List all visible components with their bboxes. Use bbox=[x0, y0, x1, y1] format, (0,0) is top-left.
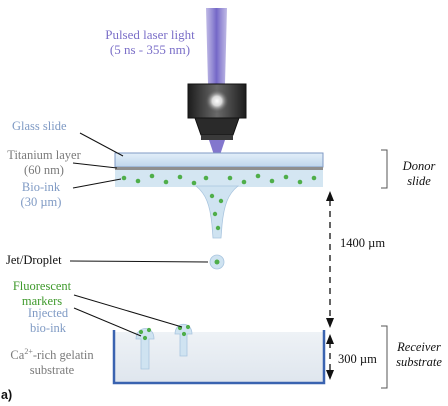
gelatin-label-line1: Ca2+-rich gelatin bbox=[0, 344, 104, 363]
titanium-layer bbox=[115, 167, 323, 170]
laser-beam bbox=[206, 8, 227, 84]
bioink-label-line2: (30 µm) bbox=[20, 195, 62, 209]
injected-bioink bbox=[135, 323, 193, 370]
gelatin-superscript: 2+ bbox=[24, 347, 33, 356]
depth-distance-label: 300 µm bbox=[338, 352, 377, 366]
gelatin-suffix: -rich gelatin bbox=[32, 348, 94, 363]
jet-label: Jet/Droplet bbox=[6, 253, 62, 267]
bioink-cells bbox=[121, 173, 317, 231]
bioink-layer bbox=[115, 170, 323, 187]
leader-lines bbox=[69, 132, 209, 337]
receiver-bracket bbox=[381, 325, 388, 389]
laser-label: Pulsed laser light (5 ns - 355 nm) bbox=[96, 27, 204, 57]
panel-label: a) bbox=[1, 388, 13, 402]
bioink-jet bbox=[194, 185, 240, 239]
laser-label-line2: (5 ns - 355 nm) bbox=[109, 42, 191, 57]
receiver-label-line2: substrate bbox=[396, 355, 442, 369]
receiver-dish bbox=[112, 330, 326, 385]
donor-label-line1: Donor bbox=[402, 159, 436, 173]
titanium-label-line2: (60 nm) bbox=[24, 163, 64, 177]
injected-label-line2: bio-ink bbox=[29, 321, 67, 335]
donor-label-line2: slide bbox=[407, 174, 431, 188]
donor-bracket bbox=[381, 149, 388, 189]
gelatin-prefix: Ca bbox=[10, 348, 25, 363]
bioink-label-line1: Bio-ink bbox=[21, 180, 61, 194]
bioink-label: Bio-ink (30 µm) bbox=[10, 180, 72, 210]
titanium-label: Titanium layer (60 nm) bbox=[2, 148, 86, 178]
focused-beam bbox=[209, 140, 225, 164]
receiver-label-line1: Receiver bbox=[397, 340, 441, 354]
markers-label-line1: Fluorescent bbox=[12, 279, 72, 293]
gelatin-label: Ca2+-rich gelatin substrate bbox=[0, 344, 104, 378]
donor-bracket-label: Donor slide bbox=[392, 159, 446, 189]
markers-label-line2: markers bbox=[21, 294, 63, 308]
titanium-label-line1: Titanium layer bbox=[7, 148, 81, 162]
glass-slide-label: Glass slide bbox=[12, 119, 67, 133]
glass-slide bbox=[114, 152, 324, 168]
gap-distance-label: 1400 µm bbox=[340, 236, 386, 250]
objective-lens-icon bbox=[187, 83, 247, 140]
injected-label: Injected bio-ink bbox=[18, 306, 78, 336]
injected-label-line1: Injected bbox=[27, 306, 69, 320]
receiver-bracket-label: Receiver substrate bbox=[390, 340, 448, 370]
laser-label-line1: Pulsed laser light bbox=[105, 27, 195, 42]
gelatin-label-line2: substrate bbox=[29, 363, 75, 378]
depth-arrow bbox=[326, 334, 334, 380]
gap-arrow bbox=[326, 191, 334, 328]
markers-label: Fluorescent markers bbox=[6, 279, 78, 309]
